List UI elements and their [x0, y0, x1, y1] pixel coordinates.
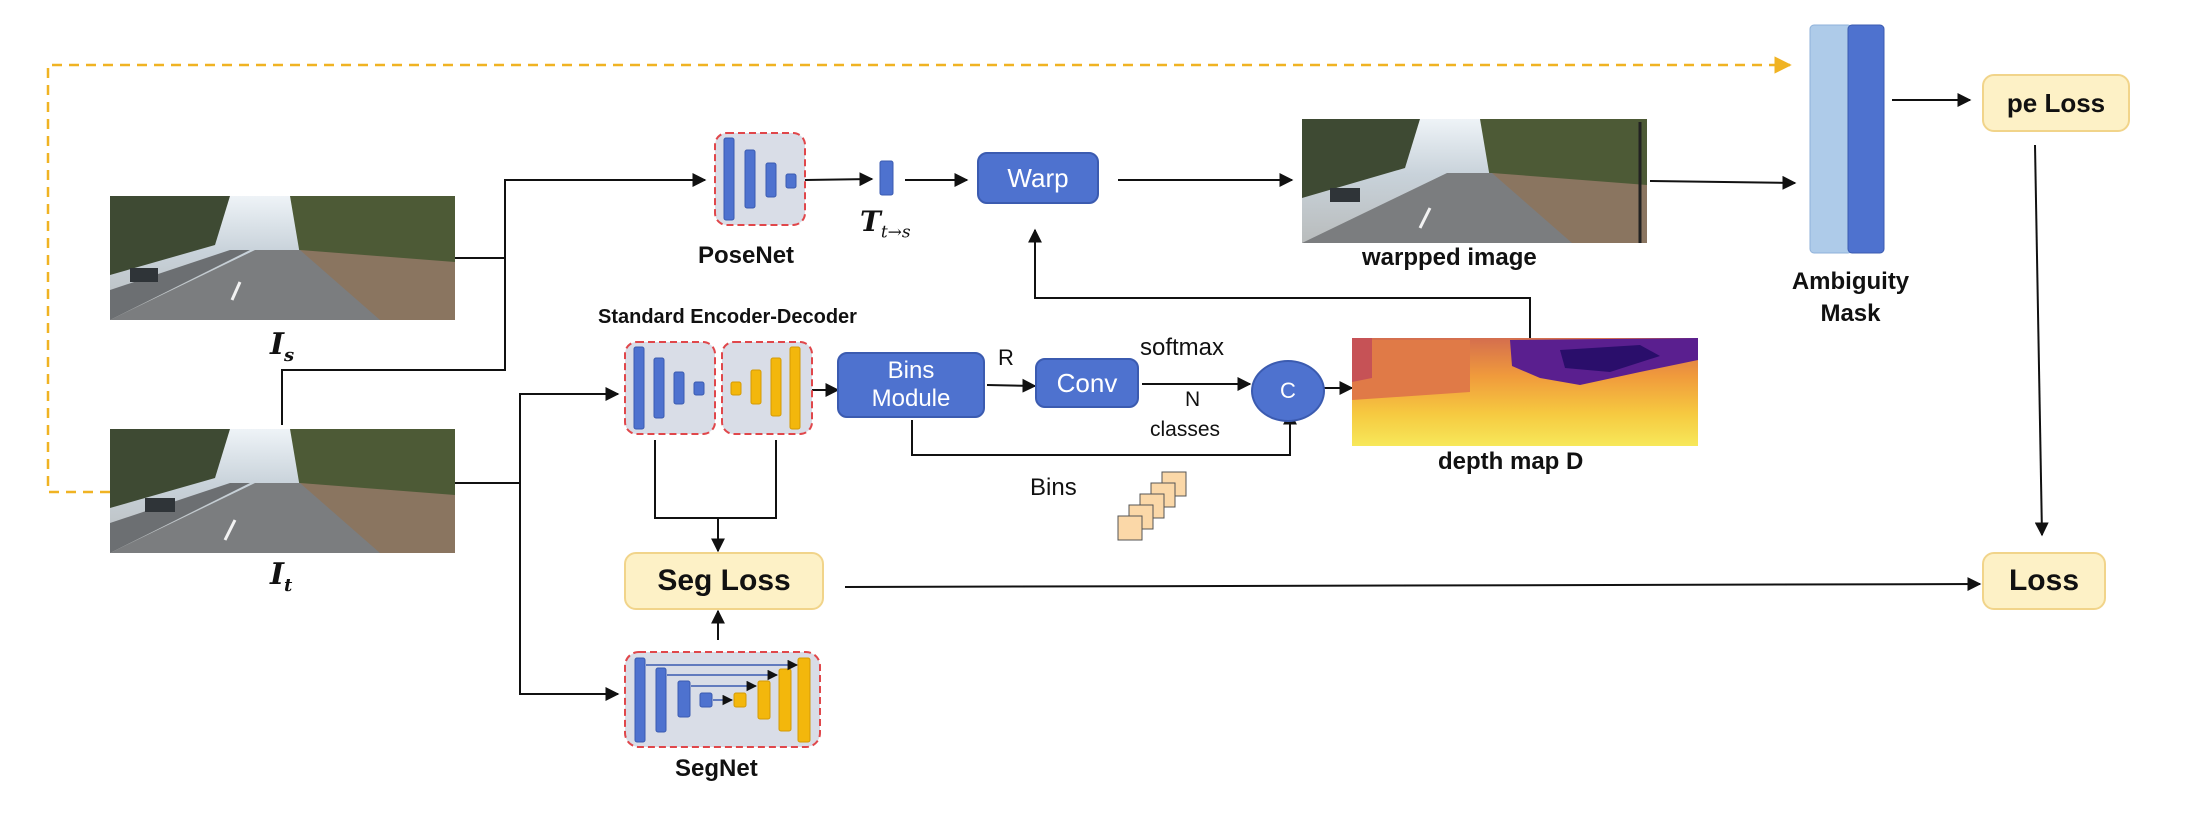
label-ambiguity: Ambiguity	[1791, 268, 1910, 295]
transform-vector	[879, 160, 894, 196]
segnet-block	[624, 651, 821, 748]
arrow-bins-to-c	[911, 410, 1297, 456]
arrow-posenet-to-t	[804, 172, 874, 187]
arrow-it-to-posenet	[281, 258, 506, 425]
warpped-image	[1302, 119, 1647, 243]
label-warpped-image: warpped image	[1362, 244, 1537, 271]
arrow-segloss-to-loss	[844, 577, 1982, 592]
label-posenet: PoseNet	[698, 242, 795, 269]
label-bins: Bins	[1030, 474, 1077, 501]
warp-box: Warp	[977, 152, 1099, 204]
label-segnet: SegNet	[675, 755, 758, 782]
label-transform-main: T	[860, 205, 881, 238]
arrow-encoder-to-segloss	[654, 440, 777, 519]
decoder-block	[721, 341, 813, 435]
depth-map-image	[1352, 338, 1698, 446]
source-image-is	[110, 196, 455, 320]
label-is-main: I	[270, 327, 285, 362]
label-standard-encoder-decoder: Standard Encoder-Decoder	[598, 306, 857, 328]
target-image-it	[110, 429, 455, 553]
arrow-bins-to-conv	[986, 378, 1037, 393]
label-transform-sub: t→s	[880, 222, 911, 243]
dashed-arrow-it-to-mask	[46, 56, 1792, 494]
concat-node: C	[1251, 360, 1325, 422]
label-it: It	[270, 557, 292, 596]
label-is: Is	[270, 327, 294, 366]
pe-loss-box: pe Loss	[1982, 74, 2130, 132]
arrow-it-to-segnet	[519, 483, 620, 701]
arrow-depth-to-warp	[1028, 228, 1531, 338]
label-it-main: I	[270, 557, 285, 592]
arrow-peloss-to-loss	[2034, 144, 2049, 537]
ambiguity-mask-dark	[1847, 24, 1885, 254]
label-n: N	[1185, 388, 1201, 411]
label-mask: Mask	[1820, 300, 1881, 327]
label-r: R	[998, 345, 1014, 370]
encoder-block	[624, 341, 716, 435]
arrow-image-to-mask	[1649, 175, 1797, 190]
conv-box: Conv	[1035, 358, 1139, 408]
label-softmax: softmax	[1140, 334, 1225, 361]
label-it-sub: t	[284, 575, 293, 596]
label-depth-map: depth map D	[1438, 448, 1584, 475]
arrow-is-to-posenet	[455, 173, 707, 259]
bins-stack-icon	[1117, 471, 1187, 541]
arrow-it-to-encoder	[455, 387, 620, 484]
ambiguity-mask-light	[1809, 24, 1853, 254]
bins-module-box: Bins Module	[837, 352, 985, 418]
label-is-sub: s	[284, 345, 295, 366]
posenet-block	[714, 132, 806, 226]
label-classes: classes	[1150, 418, 1221, 441]
seg-loss-box: Seg Loss	[624, 552, 824, 610]
label-transform: Tt→s	[860, 205, 911, 243]
loss-box: Loss	[1982, 552, 2106, 610]
